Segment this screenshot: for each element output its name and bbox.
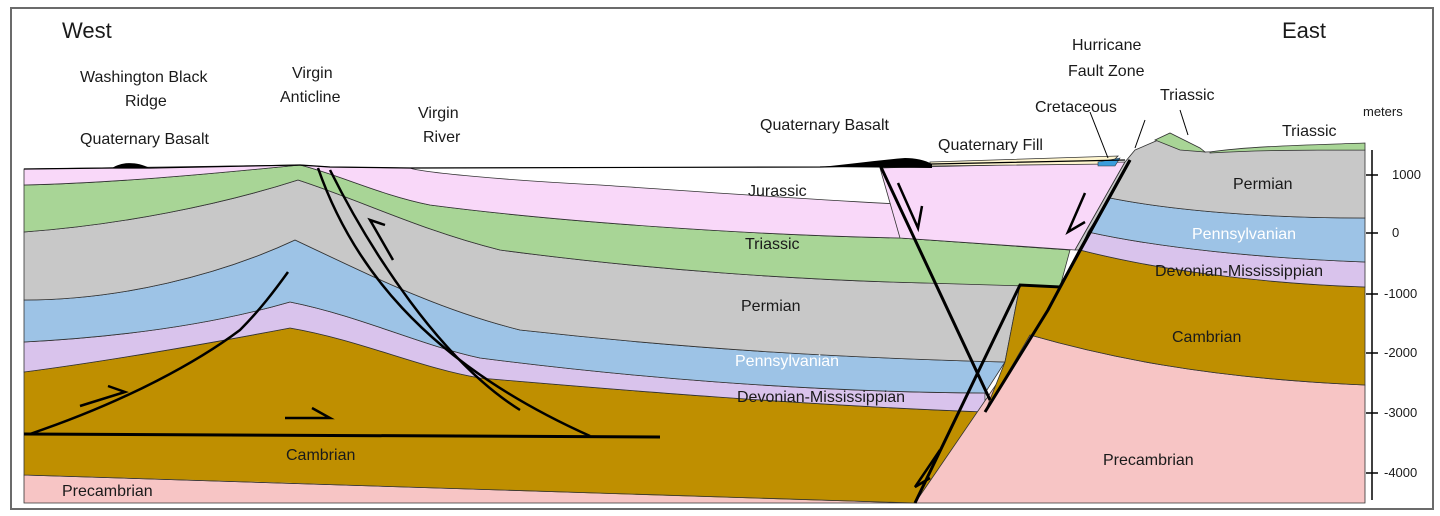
pennsylvanian-east-label: Pennsylvanian: [1192, 226, 1296, 243]
scale-tick-minus-2000: -2000: [1384, 345, 1417, 360]
virgin-anticline-label-1: Virgin: [292, 65, 333, 82]
cretaceous-leader: [1090, 112, 1108, 158]
hurricane-leader: [1135, 120, 1145, 148]
triassic-top-label: Triassic: [1160, 87, 1215, 104]
triassic-top-leader: [1180, 110, 1188, 135]
washington-black-ridge-label-2: Ridge: [125, 93, 167, 110]
cambrian-east-label: Cambrian: [1172, 329, 1241, 346]
virgin-river-label-1: Virgin: [418, 105, 459, 122]
virgin-river-label-2: River: [423, 129, 461, 146]
jurassic-label: Jurassic: [748, 183, 807, 200]
hurricane-fault-zone-label-1: Hurricane: [1072, 37, 1141, 54]
devonian-mississippian-east-label: Devonian-Mississippian: [1155, 263, 1323, 280]
triassic-east-surface-label: Triassic: [1282, 123, 1337, 140]
quaternary-basalt-east-label: Quaternary Basalt: [760, 117, 890, 134]
permian-west-label: Permian: [741, 298, 801, 315]
triassic-label: Triassic: [745, 236, 800, 253]
permian-east-label: Permian: [1233, 176, 1293, 193]
scale-tick-minus-1000: -1000: [1384, 286, 1417, 301]
devonian-mississippian-west-label: Devonian-Mississippian: [737, 389, 905, 406]
west-label: West: [62, 18, 112, 43]
scale-tick-minus-3000: -3000: [1384, 405, 1417, 420]
precambrian-west-label: Precambrian: [62, 483, 153, 500]
scale-tick-1000: 1000: [1392, 167, 1421, 182]
hurricane-fault-zone-label-2: Fault Zone: [1068, 63, 1145, 80]
east-label: East: [1282, 18, 1326, 43]
cretaceous-label: Cretaceous: [1035, 99, 1117, 116]
scale-tick-0: 0: [1392, 225, 1399, 240]
scale-tick-minus-4000: -4000: [1384, 465, 1417, 480]
quaternary-basalt-west-deposit: [112, 163, 150, 168]
quaternary-basalt-west-label: Quaternary Basalt: [80, 131, 210, 148]
pennsylvanian-west-label: Pennsylvanian: [735, 353, 839, 370]
quaternary-fill-label: Quaternary Fill: [938, 137, 1043, 154]
precambrian-east-label: Precambrian: [1103, 452, 1194, 469]
virgin-anticline-label-2: Anticline: [280, 89, 341, 106]
cambrian-west-label: Cambrian: [286, 447, 355, 464]
washington-black-ridge-label-1: Washington Black: [80, 69, 208, 86]
scale-unit-label: meters: [1363, 104, 1403, 119]
